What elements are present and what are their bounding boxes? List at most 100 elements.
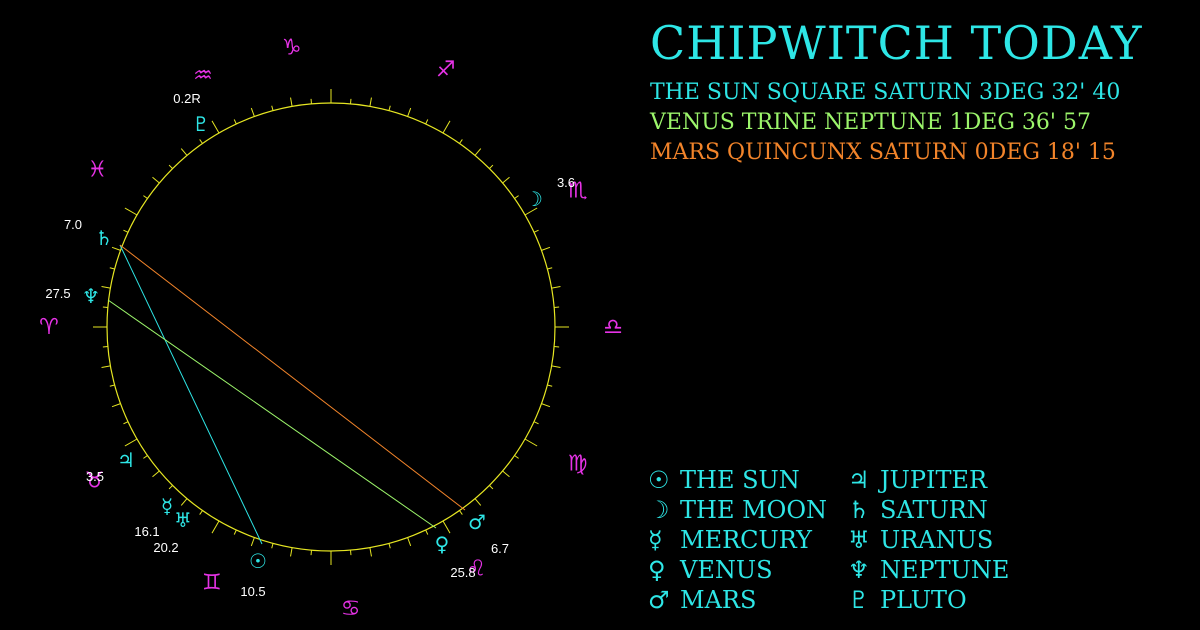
wheel-tick <box>459 510 463 515</box>
mars-degree-label: 6.7 <box>491 541 509 556</box>
wheel-tick <box>143 195 148 199</box>
wheel-tick <box>388 543 391 549</box>
wheel-ring <box>106 102 556 552</box>
moon-icon: ☽ <box>525 187 543 211</box>
legend-item-venus: ♀ VENUS <box>648 556 773 584</box>
wheel-tick <box>533 421 539 425</box>
wheel-tick <box>111 403 121 408</box>
legend-item-moon: ☽THE MOON <box>648 496 827 524</box>
scorpio-sign-icon: ♏ <box>568 178 588 203</box>
legend-label: THE SUN <box>680 466 800 494</box>
neptune-icon: ♆ <box>82 284 100 308</box>
wheel-tick <box>124 207 138 216</box>
legend-label: JUPITER <box>880 466 988 494</box>
aspect-line-mars-saturn <box>119 244 466 511</box>
wheel-tick <box>425 119 429 125</box>
legend-label: MARS <box>680 586 757 614</box>
saturn-icon: ♄ <box>848 496 870 524</box>
wheel-tick <box>123 421 129 425</box>
saturn-icon: ♄ <box>95 226 113 250</box>
legend-label: MERCURY <box>680 526 812 554</box>
wheel-tick <box>109 267 115 270</box>
wheel-tick <box>250 107 255 117</box>
taurus-sign-icon: ♉ <box>85 469 105 494</box>
legend-item-pluto: ♇PLUTO <box>848 586 967 614</box>
legend-item-mars: ♂MARS <box>648 586 756 614</box>
mercury-icon: ☿ <box>161 494 173 518</box>
capricorn-sign-icon: ♑ <box>282 36 302 61</box>
wheel-tick <box>233 529 237 535</box>
wheel-tick <box>541 403 551 408</box>
sun-icon: ☉ <box>648 466 670 494</box>
wheel-tick <box>551 365 561 368</box>
wheel-tick <box>547 267 553 270</box>
wheel-tick <box>547 384 553 387</box>
wheel-tick <box>233 119 237 125</box>
aspect-line-mars-saturn: MARS QUINCUNX SATURN 0DEG 18' 15 <box>650 140 1116 165</box>
wheel-tick <box>388 105 391 111</box>
wheel-tick <box>524 438 538 447</box>
wheel-tick <box>407 107 412 117</box>
legend-item-uranus: ♅URANUS <box>848 526 993 554</box>
wheel-tick <box>199 510 203 515</box>
wheel-tick <box>442 120 451 134</box>
venus-icon: ♀ <box>648 556 666 584</box>
planet-legend: ☉ THE SUN ☽THE MOON ☿ MERCURY ♀ VENUS ♂MARS… <box>648 466 1048 626</box>
moon-icon: ☽ <box>648 496 670 524</box>
legend-label: NEPTUNE <box>880 556 1010 584</box>
wheel-tick <box>152 470 160 478</box>
wheel-tick <box>474 498 482 506</box>
aspect-line-venus-neptune <box>107 299 437 529</box>
neptune-degree-label: 27.5 <box>45 286 70 301</box>
virgo-sign-icon: ♍ <box>568 452 588 477</box>
legend-item-neptune: ♆ NEPTUNE <box>848 556 1009 584</box>
mercury-degree-label: 16.1 <box>134 524 159 539</box>
wheel-tick <box>271 105 274 111</box>
saturn-degree-label: 7.0 <box>64 217 82 232</box>
jupiter-icon: ♃ <box>117 448 135 472</box>
wheel-tick <box>211 520 220 534</box>
legend-item-jupiter: ♃ JUPITER <box>848 466 987 494</box>
wheel-tick <box>124 438 138 447</box>
wheel-tick <box>168 164 173 169</box>
aries-sign-icon: ♈ <box>39 315 59 340</box>
legend-item-mercury: ☿ MERCURY <box>648 526 812 554</box>
wheel-tick <box>211 120 220 134</box>
wheel-tick <box>514 455 519 459</box>
wheel-tick <box>290 97 293 107</box>
wheel-tick <box>502 176 510 184</box>
legend-label: URANUS <box>880 526 994 554</box>
pluto-degree-label: 0.2R <box>173 91 200 106</box>
wheel-tick <box>502 470 510 478</box>
aspect-line-sun-saturn: THE SUN SQUARE SATURN 3DEG 32' 40 <box>650 80 1121 105</box>
neptune-icon: ♆ <box>848 556 870 584</box>
mars-icon: ♂ <box>468 510 486 534</box>
wheel-tick <box>152 176 160 184</box>
wheel-tick <box>369 547 372 557</box>
wheel-tick <box>109 384 115 387</box>
sagittarius-sign-icon: ♐ <box>436 57 456 82</box>
wheel-tick <box>101 286 111 289</box>
wheel-tick <box>111 246 121 251</box>
legend-label: SATURN <box>880 496 988 524</box>
libra-sign-icon: ♎ <box>603 315 623 340</box>
mercury-icon: ☿ <box>648 526 663 554</box>
cancer-sign-icon: ♋ <box>341 596 361 621</box>
wheel-tick <box>442 520 451 534</box>
wheel-tick <box>514 195 519 199</box>
wheel-tick <box>123 229 129 233</box>
wheel-tick <box>271 543 274 549</box>
wheel-tick <box>180 498 188 506</box>
wheel-tick <box>168 485 173 490</box>
wheel-tick <box>290 547 293 557</box>
wheel-tick <box>524 207 538 216</box>
aspect-line-sun-saturn <box>119 244 263 545</box>
wheel-tick <box>425 529 429 535</box>
wheel-tick <box>369 97 372 107</box>
venus-icon: ♀ <box>435 532 450 556</box>
wheel-tick <box>407 537 412 547</box>
jupiter-icon: ♃ <box>848 466 870 494</box>
pluto-icon: ♇ <box>848 586 870 614</box>
legend-label: VENUS <box>680 556 773 584</box>
